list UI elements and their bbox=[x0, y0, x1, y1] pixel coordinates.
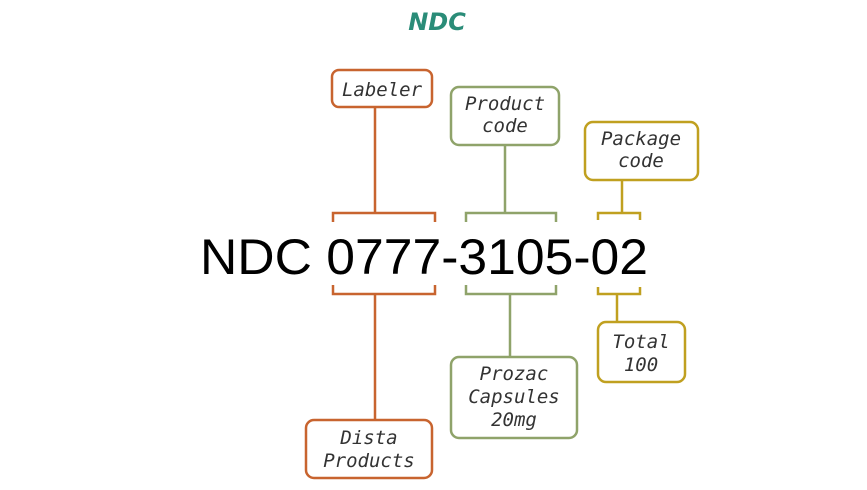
package-value-line1: Total bbox=[612, 331, 669, 353]
product-value-line3: 20mg bbox=[491, 409, 537, 431]
diagram-title: NDC bbox=[408, 8, 466, 36]
product-connector bbox=[449, 85, 579, 440]
labeler-value-line1: Dista bbox=[339, 427, 397, 449]
package-value-line2: 100 bbox=[624, 354, 658, 376]
product-value-line1: Prozac bbox=[480, 363, 549, 385]
package-code-box bbox=[583, 120, 700, 182]
ndc-code: NDC 0777-3105-02 bbox=[200, 229, 648, 285]
product-label-line1: Product bbox=[465, 93, 545, 115]
package-connector bbox=[583, 120, 700, 384]
package-label-line2: code bbox=[618, 150, 664, 172]
labeler-label: Labeler bbox=[342, 79, 423, 101]
product-label-line2: code bbox=[482, 115, 528, 137]
product-value-line2: Capsules bbox=[468, 386, 560, 408]
package-value-box bbox=[596, 320, 687, 384]
labeler-connector bbox=[304, 68, 437, 480]
labeler-value-box bbox=[304, 418, 434, 480]
labeler-value-line2: Products bbox=[323, 450, 415, 472]
package-label-line1: Package bbox=[601, 128, 681, 150]
labeler-box bbox=[330, 68, 434, 109]
product-value-box bbox=[449, 355, 579, 440]
